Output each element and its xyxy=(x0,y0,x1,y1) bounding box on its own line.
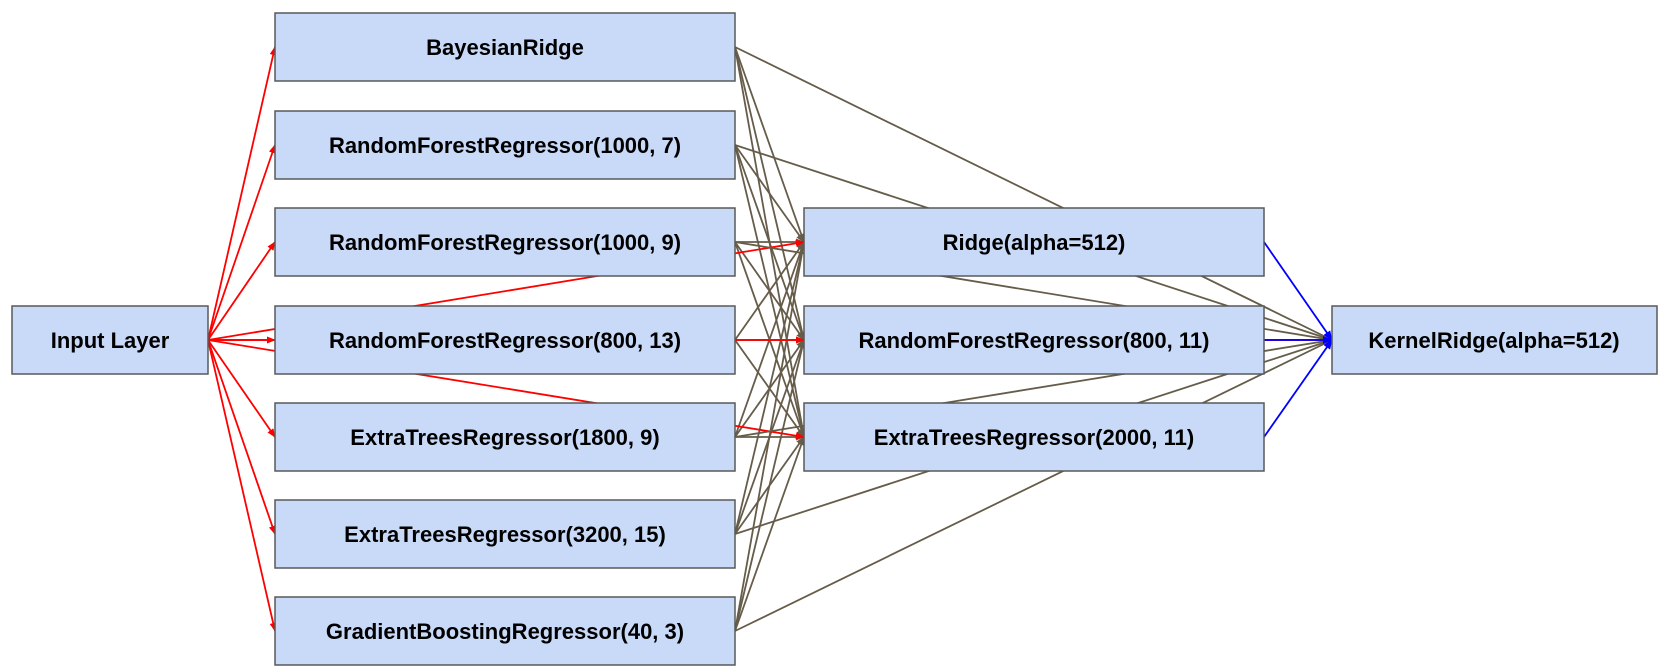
base-model-label: ExtraTreesRegressor(1800, 9) xyxy=(350,425,659,450)
input-to-base-edge xyxy=(207,144,276,341)
base-to-output-edge xyxy=(734,46,1333,341)
input-layer-node: Input Layer xyxy=(11,305,209,375)
base-model-label: ExtraTreesRegressor(3200, 15) xyxy=(344,522,666,547)
input-to-base-edge xyxy=(207,241,276,341)
base-to-meta-edge xyxy=(734,241,807,632)
meta-model-label: Ridge(alpha=512) xyxy=(943,230,1126,255)
input-to-base-edge xyxy=(207,339,276,535)
meta-model-node: Ridge(alpha=512) xyxy=(803,207,1265,277)
output-label: KernelRidge(alpha=512) xyxy=(1368,328,1619,353)
base-model-label: RandomForestRegressor(800, 13) xyxy=(329,328,681,353)
base-to-meta-edge xyxy=(734,436,805,632)
base-model-label: RandomForestRegressor(1000, 9) xyxy=(329,230,681,255)
meta-model-label: ExtraTreesRegressor(2000, 11) xyxy=(874,425,1194,450)
meta-to-output-edge xyxy=(1263,241,1333,341)
base-to-meta-edge xyxy=(734,339,806,632)
base-model-node: ExtraTreesRegressor(1800, 9) xyxy=(274,402,736,472)
meta-model-node: RandomForestRegressor(800, 11) xyxy=(803,305,1265,375)
base-to-meta-edge xyxy=(734,241,805,341)
base-model-node: RandomForestRegressor(1000, 9) xyxy=(274,207,736,277)
base-to-meta-edge xyxy=(734,46,805,243)
input-layer-label: Input Layer xyxy=(51,328,170,353)
output-node: KernelRidge(alpha=512) xyxy=(1331,305,1658,375)
nodes-layer: Input Layer BayesianRidge RandomForestRe… xyxy=(11,12,1658,666)
base-model-node: GradientBoostingRegressor(40, 3) xyxy=(274,596,736,666)
base-model-node: ExtraTreesRegressor(3200, 15) xyxy=(274,499,736,569)
base-to-meta-edge xyxy=(734,241,806,535)
base-to-meta-edge xyxy=(734,144,805,243)
input-to-base-edge xyxy=(207,339,277,632)
meta-model-label: RandomForestRegressor(800, 11) xyxy=(859,328,1210,353)
base-model-node: RandomForestRegressor(800, 13) xyxy=(274,305,736,375)
base-model-label: RandomForestRegressor(1000, 7) xyxy=(329,133,681,158)
input-to-base-edge xyxy=(207,46,277,341)
input-to-base-edge xyxy=(207,339,276,438)
base-to-output-edge xyxy=(734,339,1333,632)
base-model-node: BayesianRidge xyxy=(274,12,736,82)
meta-to-output-edge xyxy=(1263,339,1333,438)
base-model-label: GradientBoostingRegressor(40, 3) xyxy=(326,619,684,644)
base-model-label: BayesianRidge xyxy=(426,35,584,60)
meta-model-node: ExtraTreesRegressor(2000, 11) xyxy=(803,402,1265,472)
base-model-node: RandomForestRegressor(1000, 7) xyxy=(274,110,736,180)
